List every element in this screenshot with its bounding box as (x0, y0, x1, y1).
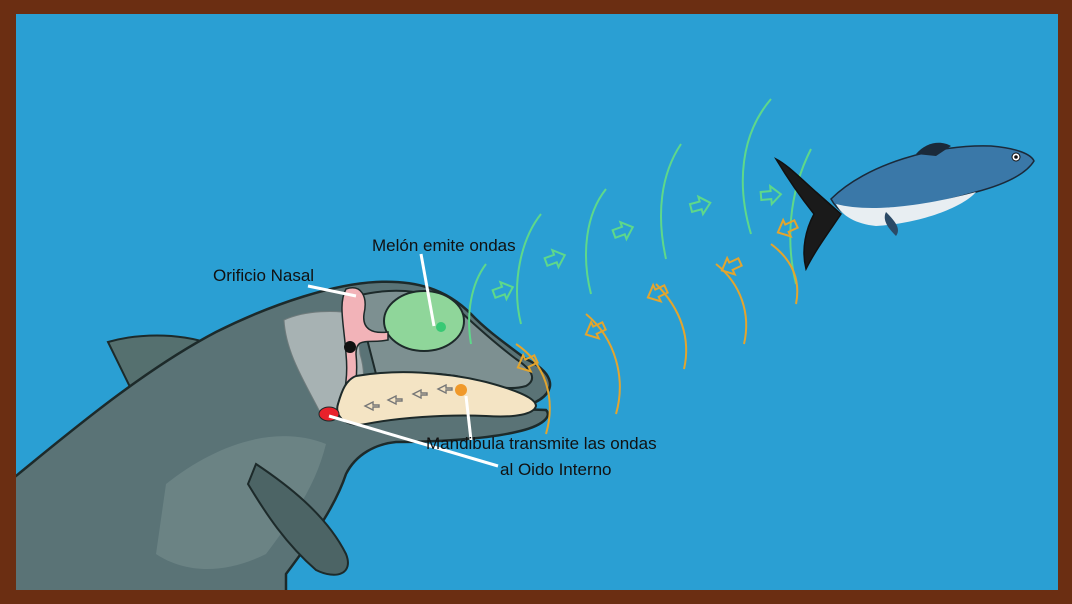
water-background: Orificio Nasal Melón emite ondas Mandibu… (16, 14, 1058, 590)
outgoing-arrow (760, 185, 781, 205)
fish-tail (776, 159, 841, 269)
mandible-reception-dot (455, 384, 467, 396)
outgoing-waves (469, 99, 811, 344)
outgoing-arrow (543, 247, 568, 271)
phonic-lips-dot (344, 341, 356, 353)
returning-arrow (718, 254, 744, 279)
fish (776, 143, 1034, 269)
melon (384, 291, 464, 351)
outgoing-wave-4 (661, 144, 681, 259)
melon-label: Melón emite ondas (372, 236, 516, 256)
returning-arrows (514, 216, 800, 376)
returning-wave-4 (716, 264, 746, 344)
fish-pupil (1014, 155, 1018, 159)
melon-focus-dot (436, 322, 446, 332)
nasal-opening-label: Orificio Nasal (213, 266, 314, 286)
mandible-label-line1: Mandibula transmite las ondas (426, 434, 657, 454)
outgoing-arrows (491, 185, 782, 302)
returning-arrow (774, 216, 800, 241)
returning-waves (516, 244, 797, 434)
mandible-label-line2: al Oido Interno (500, 460, 612, 480)
echolocation-illustration (16, 14, 1058, 590)
outgoing-wave-5 (743, 99, 771, 234)
outgoing-arrow (491, 279, 516, 303)
outgoing-wave-3 (586, 189, 606, 294)
outgoing-arrow (689, 194, 713, 217)
returning-wave-2 (586, 314, 620, 414)
outgoing-arrow (611, 219, 636, 243)
outgoing-wave-2 (517, 214, 541, 324)
